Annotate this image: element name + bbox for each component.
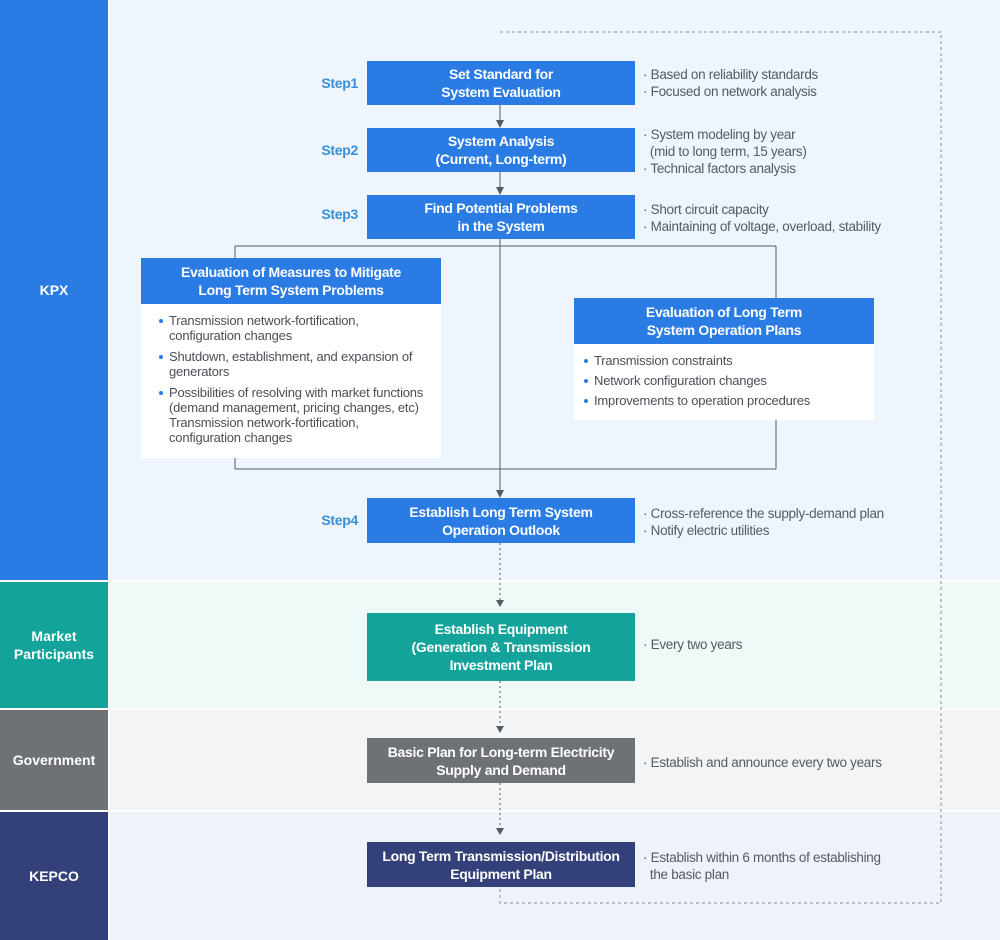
lane-label-market-participants: Market Participants xyxy=(0,582,108,708)
equipment-note-1: · Every two years xyxy=(643,637,743,652)
eval-measures-header: Evaluation of Measures to Mitigate Long … xyxy=(141,258,441,304)
transmission-note-1: · Establish within 6 months of establish… xyxy=(643,850,881,865)
establish-outlook-box: Establish Long Term System Operation Out… xyxy=(367,498,635,543)
set-standard-line2: System Evaluation xyxy=(441,84,561,100)
eval-measures-line1: Evaluation of Measures to Mitigate xyxy=(180,264,402,280)
find-problems-line2: in the System xyxy=(457,218,545,234)
transmission-note-2: the basic plan xyxy=(643,867,730,882)
step1-notes: · Based on reliability standards · Focus… xyxy=(643,66,818,100)
basic-plan-notes: · Establish and announce every two years xyxy=(643,754,882,771)
equipment-notes: · Every two years xyxy=(643,636,742,653)
eval-operation-header: Evaluation of Long Term System Operation… xyxy=(574,298,874,344)
find-problems-line1: Find Potential Problems xyxy=(424,200,578,216)
establish-outlook-line1: Establish Long Term System xyxy=(409,503,593,520)
step2-notes: · System modeling by year (mid to long t… xyxy=(643,126,807,177)
system-analysis-line1: System Analysis xyxy=(447,133,555,149)
system-analysis-box: System Analysis (Current, Long-term) xyxy=(367,128,635,172)
eval-operation-line1: Evaluation of Long Term xyxy=(645,304,803,320)
step2-note-1: · System modeling by year xyxy=(643,127,796,142)
step1-note-2: · Focused on network analysis xyxy=(643,84,817,99)
lane-kpx-text: KPX xyxy=(39,282,69,298)
transmission-notes: · Establish within 6 months of establish… xyxy=(643,849,881,883)
step4-note-1: · Cross-reference the supply-demand plan xyxy=(643,506,884,521)
basic-plan-box: Basic Plan for Long-term Electricity Sup… xyxy=(367,738,635,783)
set-standard-box: Set Standard for System Evaluation xyxy=(367,61,635,105)
eval-measures-line2: Long Term System Problems xyxy=(198,282,384,298)
system-analysis-line2: (Current, Long-term) xyxy=(435,151,567,167)
eval-measures-panel: Transmission network-fortification, conf… xyxy=(141,304,441,458)
step2-note-2: (mid to long term, 15 years) xyxy=(643,144,807,159)
transmission-plan-box: Long Term Transmission/Distribution Equi… xyxy=(367,842,635,887)
establish-equipment-box: Establish Equipment (Generation & Transm… xyxy=(367,613,635,681)
transmission-plan-line2: Equipment Plan xyxy=(450,865,552,882)
step4-notes: · Cross-reference the supply-demand plan… xyxy=(643,505,884,539)
step3-note-1: · Short circuit capacity xyxy=(643,202,769,217)
transmission-plan-line1: Long Term Transmission/Distribution xyxy=(382,847,620,864)
basic-plan-line1: Basic Plan for Long-term Electricity xyxy=(387,743,615,760)
step1-label: Step1 xyxy=(321,75,358,91)
set-standard-line1: Set Standard for xyxy=(448,66,554,82)
measures-item-3: Possibilities of resolving with market f… xyxy=(159,385,425,445)
establish-equipment-line3: Investment Plan xyxy=(449,657,553,673)
measures-item-1: Transmission network-fortification, conf… xyxy=(159,313,425,343)
step4-label: Step4 xyxy=(321,512,358,528)
basic-plan-line2: Supply and Demand xyxy=(436,761,566,778)
operation-item-3: Improvements to operation procedures xyxy=(584,393,858,408)
operation-item-2: Network configuration changes xyxy=(584,373,858,388)
step1-note-1: · Based on reliability standards xyxy=(643,67,818,82)
lane-government-text: Government xyxy=(12,752,96,768)
lane-market-text: Market Participants xyxy=(13,628,95,662)
feedback-loop-line xyxy=(499,31,942,904)
measures-item-2: Shutdown, establishment, and expansion o… xyxy=(159,349,425,379)
lane-label-kpx: KPX xyxy=(0,0,108,580)
step3-note-2: · Maintaining of voltage, overload, stab… xyxy=(643,219,881,234)
step2-note-3: · Technical factors analysis xyxy=(643,161,796,176)
step3-label: Step3 xyxy=(321,206,358,222)
eval-operation-line2: System Operation Plans xyxy=(646,322,802,338)
basic-plan-note-1: · Establish and announce every two years xyxy=(643,755,882,770)
find-problems-box: Find Potential Problems in the System xyxy=(367,195,635,239)
step2-label: Step2 xyxy=(321,142,358,158)
establish-outlook-line2: Operation Outlook xyxy=(442,521,560,538)
operation-item-1: Transmission constraints xyxy=(584,353,858,368)
step3-notes: · Short circuit capacity · Maintaining o… xyxy=(643,201,881,235)
lane-kepco-text: KEPCO xyxy=(29,868,79,884)
lane-label-kepco: KEPCO xyxy=(0,812,108,940)
lane-label-government: Government xyxy=(0,710,108,810)
eval-operation-panel: Transmission constraints Network configu… xyxy=(574,344,874,420)
establish-equipment-line2: (Generation & Transmission xyxy=(411,639,591,655)
step4-note-2: · Notify electric utilities xyxy=(643,523,770,538)
establish-equipment-line1: Establish Equipment xyxy=(434,621,568,637)
